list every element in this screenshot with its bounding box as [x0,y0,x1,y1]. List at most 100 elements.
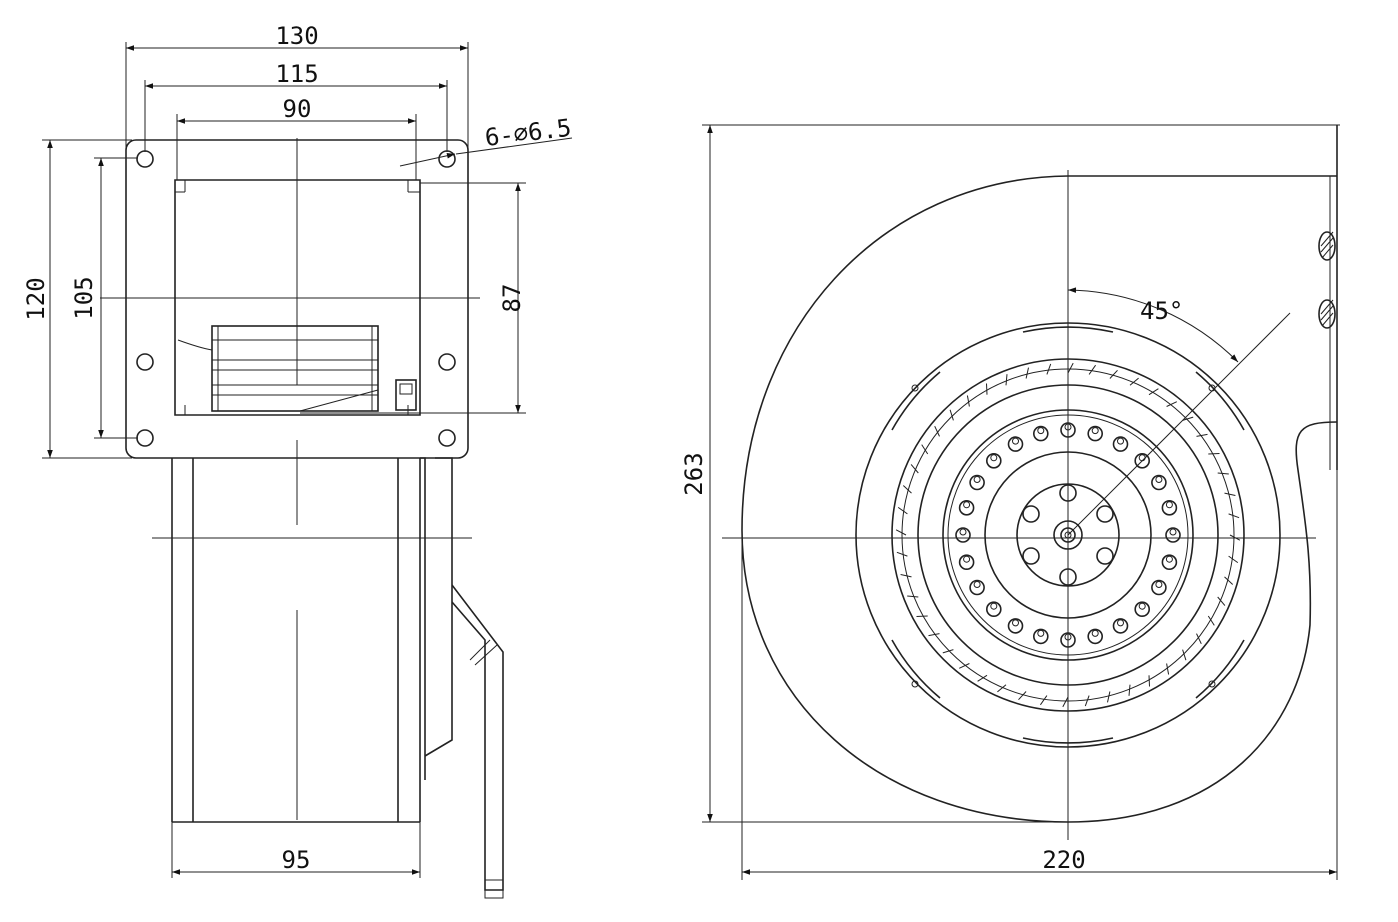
rivets [911,384,1216,688]
dim-115: 115 [144,60,448,152]
impeller-blade [900,574,912,578]
hub-vent-hole-detail [1012,619,1019,627]
impeller-blade [921,444,929,455]
dim-130: 130 [125,22,469,152]
impeller-blade [1196,433,1208,437]
side-view: 45° 263 220 [680,124,1340,880]
impeller-blade [910,464,919,474]
dim-angle-label: 45° [1140,297,1183,325]
impeller-blade [1182,416,1194,421]
power-cable [451,584,504,899]
impeller-blade [1224,576,1234,585]
dim-130-label: 130 [275,22,318,50]
hub-vent-hole [958,554,975,571]
impeller-blade [958,663,970,669]
impeller-blade [949,409,954,421]
dim-87-label: 87 [498,284,526,313]
front-view: 130 115 90 6-⌀6.5 120 [22,22,573,899]
impeller-blade [1062,696,1069,708]
impeller-blade [1228,513,1240,519]
hub-vent-hole [969,474,985,491]
hub-vent-hole-detail [1165,501,1173,509]
dim-95-label: 95 [282,846,311,874]
impeller-blade [1217,472,1229,475]
dim-105-label: 105 [70,276,98,319]
hub-vent-hole-detail [973,581,981,588]
front-centerlines [100,138,480,820]
hub-vent-hole [1134,601,1150,618]
dim-263-label: 263 [680,452,708,495]
hub-vent-hole-detail [1091,427,1099,435]
hub-vent-hole-detail [1117,437,1124,445]
impeller-blade [1196,633,1202,645]
dim-120: 120 [22,139,132,459]
hub-vent-hole [1134,452,1150,469]
impeller-blade [907,595,919,598]
hub-vent-hole-detail [1037,427,1045,435]
hub-vent-hole-detail [963,555,971,563]
impeller-blade [1166,663,1170,675]
volute-housing [741,175,1338,823]
impeller-blade [1067,362,1074,374]
impeller-blade [997,684,1007,693]
dim-holes-label: 6-⌀6.5 [483,114,572,152]
hub-vent-hole [1161,554,1178,571]
dim-95: 95 [171,822,421,878]
hub-vent-hole-detail [1012,437,1019,445]
housing-body [171,457,453,823]
hub-vent-hole-detail [1091,629,1099,637]
hub-vent-hole [1087,628,1103,645]
dim-90-label: 90 [283,95,312,123]
hub-vent-hole-detail [1138,454,1146,462]
dim-120-label: 120 [22,277,50,320]
hub-vent-hole-detail [959,528,967,536]
impeller-blade [1208,453,1220,455]
impeller-blades [895,362,1241,708]
hub-vent-hole [1151,474,1167,491]
hub-vent-hole-detail [1037,629,1045,637]
hub-vent-hole [955,527,971,543]
impeller-blade [1217,596,1226,606]
hub-vent-hole-detail [1138,602,1146,610]
impeller-blade [895,529,907,536]
impeller-blade [942,649,954,654]
outlet-slots [1318,231,1336,329]
dim-115-label: 115 [275,60,318,88]
impeller-front [177,325,417,412]
impeller-blade [1129,377,1139,386]
dim-105: 105 [70,157,138,439]
hub-vent-hole [1161,499,1178,516]
hub-vent-hole [1007,436,1024,452]
hub-vent-hole [1087,425,1103,442]
hub-vent-hole-detail [1155,581,1163,588]
hub-vent-hole [1033,628,1049,645]
impeller-blade [1128,684,1131,696]
impeller-blade [1148,388,1159,396]
hub-vent-hole-detail [1155,476,1163,483]
impeller-blade [1109,369,1118,379]
hub-vent-hole-detail [990,454,998,462]
impeller-blade [1207,615,1215,626]
impeller-blade [928,633,940,637]
dim-angle: 45° [1067,287,1239,363]
dim-263: 263 [680,124,1340,823]
hub-vent-hole [958,499,975,516]
hub-vent-hole [969,579,985,596]
impeller-blade [1025,367,1029,379]
dim-87: 87 [300,182,526,414]
hub-vent-hole [985,452,1002,469]
dim-220: 220 [741,470,1338,880]
impeller-blade [934,425,940,437]
hub-vent-hole-detail [990,602,998,610]
outlet-opening [174,179,421,416]
impeller-blade [1224,492,1236,496]
impeller-blade [1182,649,1187,661]
hub-vent-hole [1033,425,1049,442]
dim-90: 90 [176,95,417,180]
dim-220-label: 220 [1042,846,1085,874]
impeller-blade [977,674,988,682]
hub-vent-hole-detail [1165,555,1173,563]
impeller-blade [966,395,970,407]
impeller-blade [1084,695,1090,707]
